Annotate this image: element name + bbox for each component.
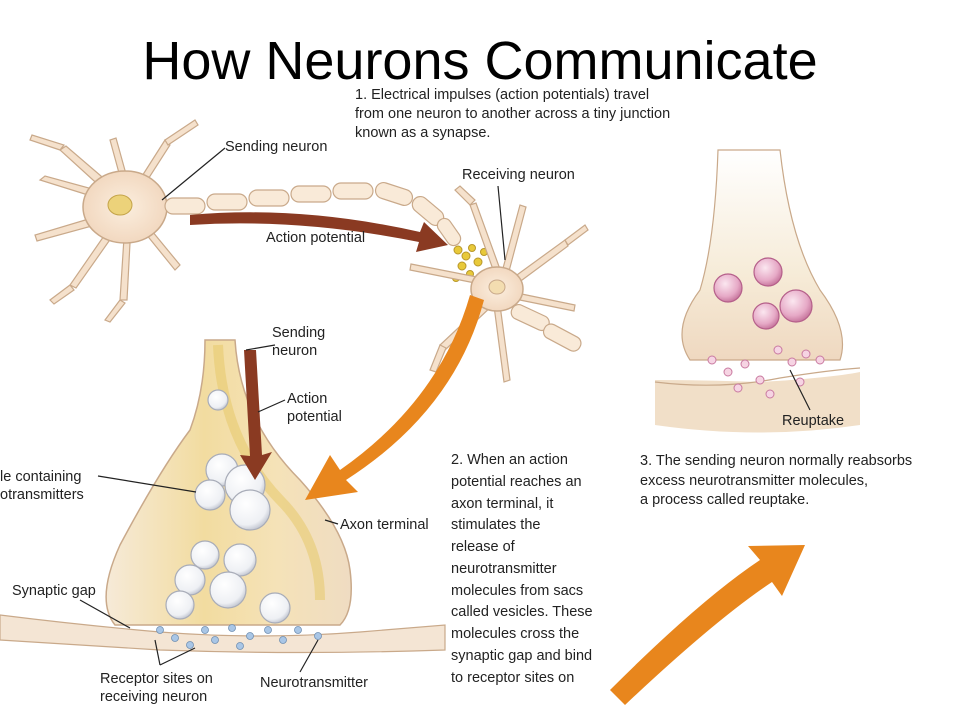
page-title: How Neurons Communicate (142, 31, 818, 91)
label-receptor-sites: Receptor sites on receiving neuron (100, 670, 213, 706)
label-line: Sending (272, 325, 326, 341)
label-sending-neuron-mid: Sending neuron (272, 324, 325, 360)
caption-line: potential reaches an (451, 473, 582, 490)
caption-line: neurotransmitter (451, 560, 557, 577)
label-synaptic-gap: Synaptic gap (12, 583, 96, 599)
receiving-neuron (409, 185, 589, 383)
axon-terminal-large (0, 339, 446, 654)
label-sending-neuron-top: Sending neuron (225, 139, 328, 155)
leader-lines (79, 147, 811, 673)
sending-neuron-top (29, 119, 488, 323)
label-action-potential-mid: Action potential (287, 390, 342, 426)
label-line: neuron (272, 343, 318, 360)
caption-line: to receptor sites on (451, 669, 575, 686)
caption-step2: 2. When an action potential reaches an a… (451, 450, 593, 689)
caption-line: stimulates the (451, 517, 541, 534)
caption-line: axon terminal, it (451, 495, 554, 512)
caption-step1: 1. Electrical impulses (action potential… (355, 86, 670, 143)
label-vesicle: le containing otransmitters (0, 468, 84, 504)
label-axon-terminal: Axon terminal (340, 517, 429, 533)
label-action-potential-top: Action potential (266, 230, 366, 246)
action-potential-arrow-top (190, 212, 448, 252)
axon-terminal-reuptake (654, 149, 861, 433)
label-reuptake: Reuptake (782, 413, 845, 429)
caption-line: 3. The sending neuron normally reabsorbs (640, 453, 913, 469)
caption-line: from one neuron to another across a tiny… (355, 105, 671, 122)
caption-step3: 3. The sending neuron normally reabsorbs… (640, 452, 912, 511)
caption-line: known as a synapse. (355, 124, 491, 141)
caption-line: 2. When an action (451, 452, 568, 468)
caption-line: molecules from sacs (451, 582, 584, 599)
label-line: Action (287, 391, 328, 407)
label-line: le containing (0, 469, 82, 485)
caption-line: synaptic gap and bind (451, 647, 593, 664)
label-receiving-neuron: Receiving neuron (462, 167, 575, 183)
label-neurotransmitter: Neurotransmitter (260, 675, 368, 691)
caption-line: called vesicles. These (451, 604, 593, 621)
label-line: receiving neuron (100, 689, 208, 706)
caption-line: excess neurotransmitter molecules, (640, 472, 869, 489)
orange-arrow-to-reuptake (610, 545, 805, 705)
label-line: otransmitters (0, 487, 84, 504)
caption-line: molecules cross the (451, 626, 580, 642)
caption-line: 1. Electrical impulses (action potential… (355, 87, 650, 103)
orange-arrow-to-terminal (305, 295, 484, 500)
label-line: Receptor sites on (100, 671, 213, 687)
caption-line: release of (451, 539, 515, 555)
label-line: potential (287, 409, 342, 426)
caption-line: a process called reuptake. (640, 492, 810, 509)
